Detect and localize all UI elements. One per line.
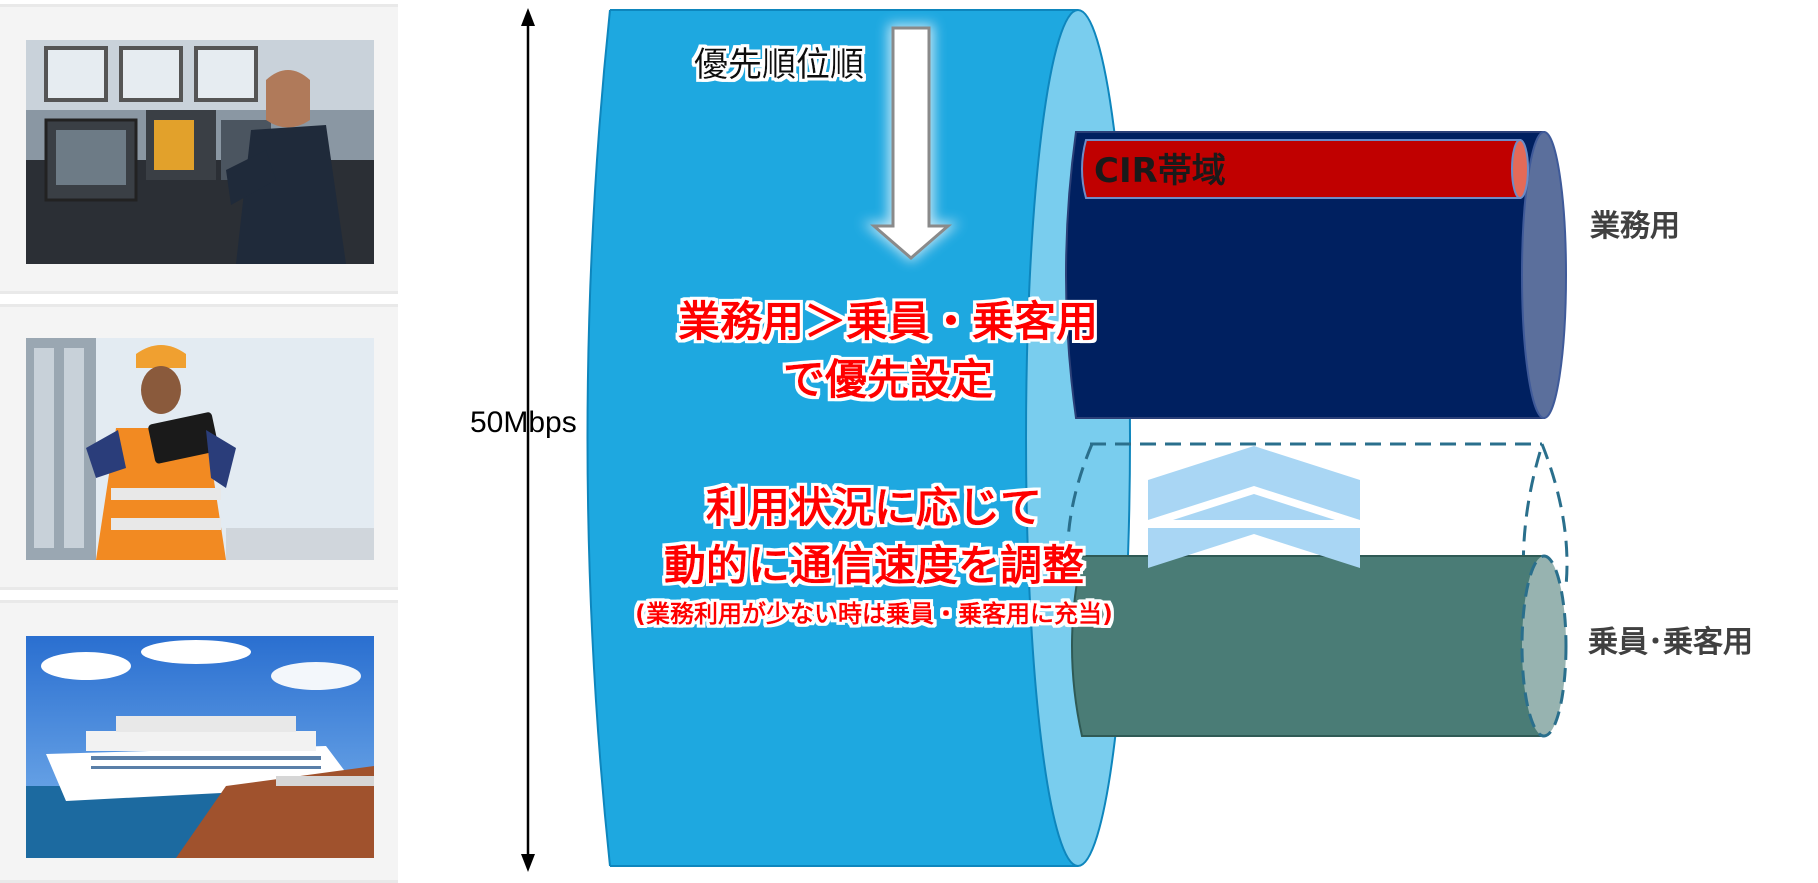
business-use-label: 業務用: [1590, 209, 1680, 244]
priority-statement-line-2: で優先設定: [783, 355, 993, 404]
dynamic-statement-line-1: 利用状況に応じて: [706, 483, 1042, 532]
bandwidth-label: 50Mbps: [470, 406, 577, 439]
cir-band: [1081, 139, 1529, 199]
priority-statement-line-1: 業務用＞乗員・乗客用: [678, 297, 1098, 346]
dynamic-statement-note: (業務利用が少ない時は乗員・乗客用に充当): [635, 600, 1113, 628]
ship-bridge-officer-photo: [26, 40, 374, 264]
business-pipe: [1065, 131, 1567, 419]
crew-pipe-expansion-outline: [1066, 442, 1569, 587]
cir-band-label: CIR帯域: [1094, 151, 1226, 191]
priority-down-arrow: [862, 24, 960, 262]
main-pipe: [586, 9, 1131, 867]
port-worker-with-tablet-photo: [26, 338, 374, 560]
cruise-ship-at-pier-photo: [26, 636, 374, 858]
up-chevron-icon: [1148, 446, 1360, 568]
bandwidth-dimension-arrow: [521, 8, 535, 872]
crew-passenger-pipe: [1071, 554, 1568, 738]
dynamic-statement-line-2: 動的に通信速度を調整: [664, 541, 1084, 590]
priority-arrow-label: 優先順位順: [694, 45, 864, 85]
crew-passenger-use-label: 乗員･乗客用: [1588, 625, 1753, 660]
